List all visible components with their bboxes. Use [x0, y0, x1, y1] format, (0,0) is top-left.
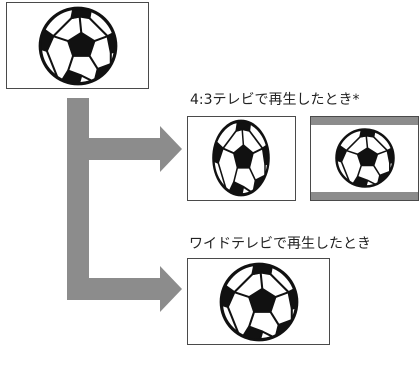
source-frame	[6, 2, 149, 89]
frame-4-3-letterbox	[310, 116, 419, 201]
upper-branch	[67, 138, 162, 160]
lower-branch	[67, 278, 162, 300]
lower-arrowhead	[160, 266, 182, 312]
frame-4-3-squeezed	[187, 116, 296, 201]
trunk	[67, 98, 89, 300]
soccer-ball-icon	[211, 118, 271, 198]
soccer-ball-icon	[37, 5, 119, 87]
frame-wide	[187, 258, 330, 345]
letterbox-top-bar	[311, 117, 418, 125]
letterbox-bottom-bar	[311, 192, 418, 200]
soccer-ball-icon	[334, 127, 396, 189]
label-4-3-tv: 4:3テレビで再生したとき*	[190, 92, 360, 108]
soccer-ball-icon	[218, 261, 300, 343]
label-wide-tv: ワイドテレビで再生したとき	[189, 236, 371, 252]
upper-arrowhead	[160, 126, 182, 172]
